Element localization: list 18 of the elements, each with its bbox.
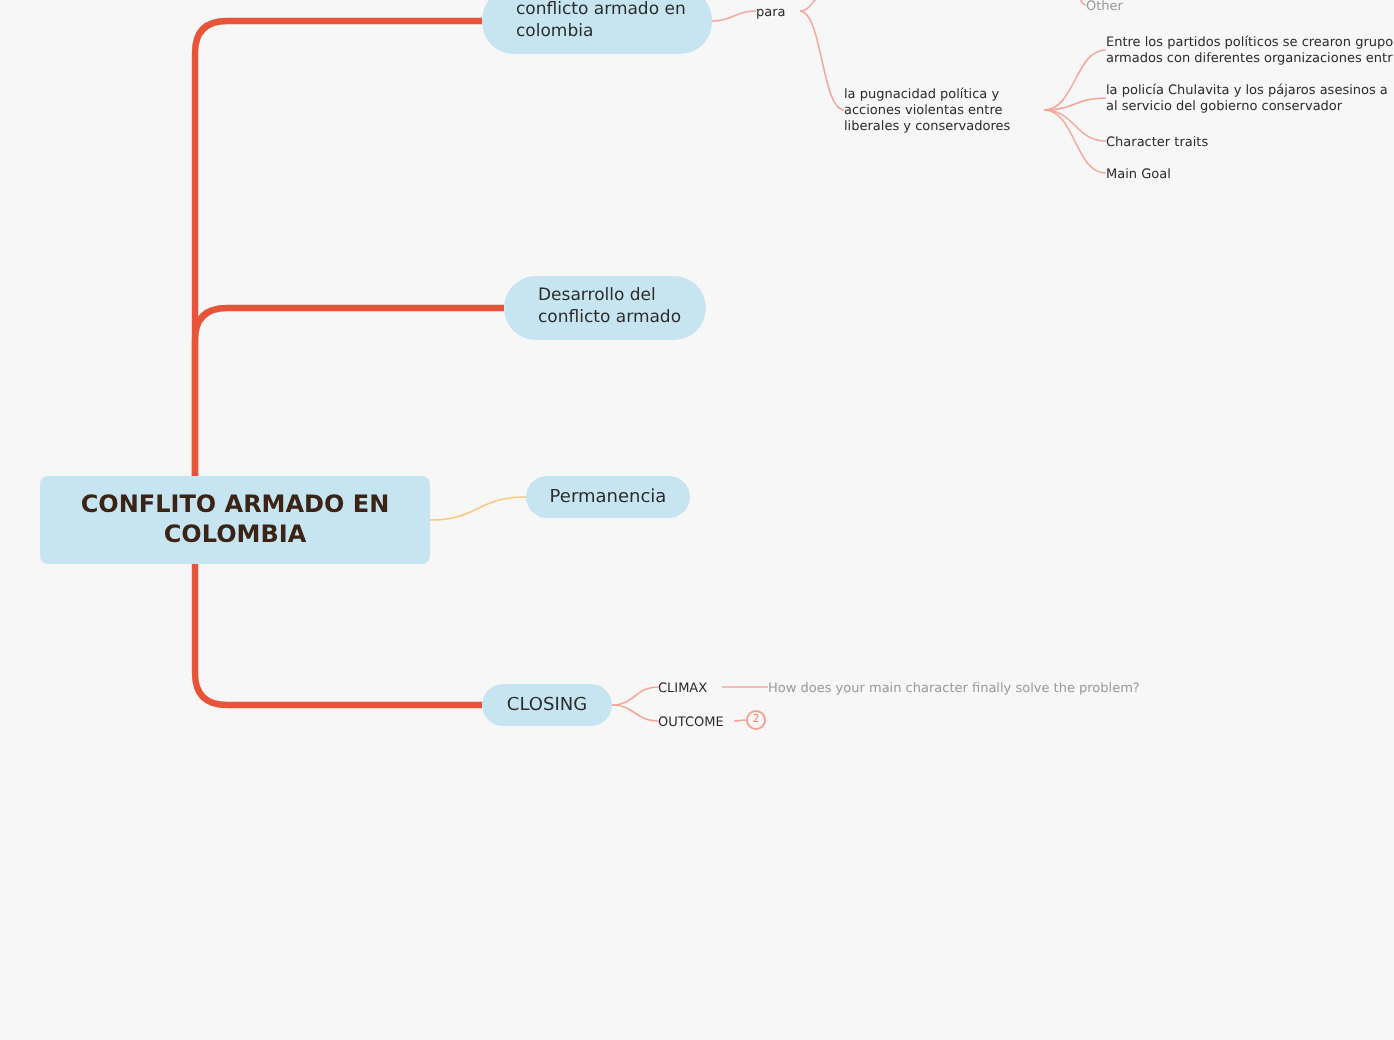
connector-line <box>191 564 482 709</box>
connector-line <box>611 686 659 706</box>
topic-bubble: Desarrollo del conflicto armado <box>504 276 706 340</box>
connector-line <box>429 496 527 521</box>
connector-line <box>611 704 659 722</box>
connector-line <box>711 10 757 22</box>
connector-line <box>1043 109 1107 142</box>
central-topic: CONFLITO ARMADO EN COLOMBIA <box>40 476 430 564</box>
connector-line <box>799 10 845 111</box>
topic-bubble: CLOSING <box>482 684 612 726</box>
topic-bubble: Permanencia <box>526 476 690 518</box>
connector-line <box>721 686 769 688</box>
connector-line <box>1043 49 1107 111</box>
topic-bubble: conflicto armado en colombia <box>482 0 712 54</box>
connector-line <box>191 304 504 476</box>
connector-line <box>733 719 747 722</box>
connector-line <box>1043 97 1107 111</box>
connector-line <box>1043 109 1107 174</box>
